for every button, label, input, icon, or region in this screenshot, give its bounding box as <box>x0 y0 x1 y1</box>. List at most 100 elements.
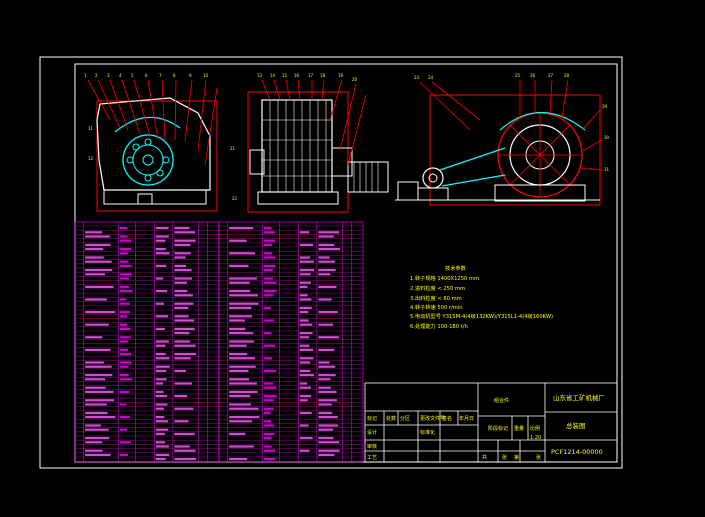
svg-text:9: 9 <box>189 73 192 78</box>
parts-list-cell-text <box>229 340 254 343</box>
parts-list-cell-text <box>119 290 133 293</box>
parts-list-cell-text <box>318 273 331 276</box>
parts-list-cell-text <box>318 441 340 444</box>
parts-list-cell-text <box>318 231 340 234</box>
parts-list-cell-text <box>229 445 254 448</box>
parts-list-cell-text <box>299 411 312 414</box>
parts-list-cell-text <box>229 420 253 423</box>
parts-list-cell-text <box>155 395 168 398</box>
parts-list-cell-text <box>318 311 338 314</box>
parts-list-cell-text <box>85 298 107 301</box>
parts-list-cell-text <box>299 369 311 372</box>
parts-list-cell-text <box>85 348 111 351</box>
svg-text:16: 16 <box>294 73 300 78</box>
parts-list-cell-text <box>119 315 127 318</box>
parts-list-cell-text <box>318 399 337 402</box>
parts-list-cell-text <box>174 357 191 360</box>
parts-list-cell-text <box>119 340 128 343</box>
parts-list-cell-text <box>174 319 195 322</box>
parts-list-cell-text <box>299 332 313 335</box>
parts-list-cell-text <box>229 344 247 347</box>
parts-list-cell-text <box>229 264 249 267</box>
parts-list-cell-text <box>119 273 133 276</box>
parts-list-cell-text <box>263 445 272 448</box>
parts-list-cell-text <box>318 424 339 427</box>
parts-list-cell-text <box>263 306 271 309</box>
parts-list-cell-text <box>174 239 196 242</box>
parts-list-cell-text <box>318 248 340 251</box>
parts-list-cell-text <box>155 441 166 444</box>
parts-list-cell-text <box>155 252 170 255</box>
parts-list-cell-text <box>318 285 337 288</box>
parts-list-cell-text <box>155 390 164 393</box>
parts-list-cell-text <box>85 411 108 414</box>
parts-list-cell-text <box>299 344 310 347</box>
parts-list-cell-text <box>229 458 248 461</box>
parts-list-cell-text <box>174 294 193 297</box>
parts-list-cell-text <box>174 256 186 259</box>
svg-text:24: 24 <box>428 75 434 80</box>
parts-list-cell-text <box>299 395 312 398</box>
parts-list-cell-text <box>318 374 336 377</box>
scale-label: 比例 <box>530 425 540 432</box>
parts-list-cell-text <box>155 420 169 423</box>
parts-list-cell-text <box>229 327 246 330</box>
parts-list-cell-text <box>263 386 277 389</box>
parts-list-cell-text <box>119 453 128 456</box>
parts-list-cell-text <box>299 348 314 351</box>
parts-list-cell-text <box>318 411 333 414</box>
parts-list-cell-text <box>318 260 336 263</box>
parts-list-cell-text <box>155 453 170 456</box>
parts-list-cell-text <box>119 227 128 230</box>
parts-list-cell-text <box>155 365 170 368</box>
tech-line-3: 3.出料粒度 < 60 mm <box>410 294 462 302</box>
parts-list-cell-text <box>85 231 103 234</box>
parts-list-cell-text <box>155 340 169 343</box>
parts-list-cell-text <box>263 290 277 293</box>
parts-list-cell-text <box>174 290 188 293</box>
tech-line-2: 2.进料粒度 < 250 mm <box>410 284 465 292</box>
parts-list-cell-text <box>155 428 169 431</box>
parts-list-cell-text <box>85 374 113 377</box>
parts-list-cell-text <box>119 264 132 267</box>
parts-list-cell-text <box>119 252 129 255</box>
parts-list-cell-text <box>174 302 194 305</box>
parts-list-cell-text <box>155 315 169 318</box>
svg-text:5: 5 <box>131 73 134 78</box>
parts-list-cell-text <box>299 273 311 276</box>
parts-list-cell-text <box>119 390 130 393</box>
parts-list-cell-text <box>155 290 168 293</box>
tech-line-4: 4.转子转速 500 r/min <box>410 303 463 311</box>
parts-list-cell-text <box>229 315 253 318</box>
parts-list-cell-text <box>229 432 246 435</box>
parts-list-cell-text <box>263 437 272 440</box>
sheet-label-1: 共 <box>482 454 487 461</box>
col-label-mark: 标记 <box>367 415 377 422</box>
parts-list-cell-text <box>119 361 132 364</box>
parts-list-cell-text <box>155 327 165 330</box>
parts-list-cell-text <box>174 395 188 398</box>
parts-list-cell-text <box>299 336 310 339</box>
parts-list-cell-text <box>85 399 115 402</box>
parts-list-cell-text <box>299 374 315 377</box>
parts-list-cell-text <box>299 298 312 301</box>
title-block-text: 标记 处数 分区 更改文件号 签名 年月日 设计 标准化 审核 工艺 组合件 阶… <box>367 397 541 461</box>
parts-list-cell-text <box>299 256 311 259</box>
parts-list-cell-text <box>155 264 167 267</box>
parts-list-cell-text <box>229 281 250 284</box>
parts-list-cell-text <box>318 256 330 259</box>
row-label-design: 设计 <box>367 429 377 436</box>
parts-list-cell-text <box>85 424 101 427</box>
parts-list-cell-text <box>155 403 168 406</box>
parts-list-cell-text <box>263 411 271 414</box>
parts-list-cell-text <box>155 407 164 410</box>
parts-list-cell-text <box>263 252 273 255</box>
parts-list-cell-text <box>85 441 103 444</box>
parts-list-cell-text <box>229 416 260 419</box>
parts-list-cell-text <box>318 365 336 368</box>
parts-list-cell-text <box>263 319 275 322</box>
svg-text:25: 25 <box>515 73 521 78</box>
parts-list-cell-text <box>174 340 190 343</box>
parts-list-cell-text <box>155 382 164 385</box>
